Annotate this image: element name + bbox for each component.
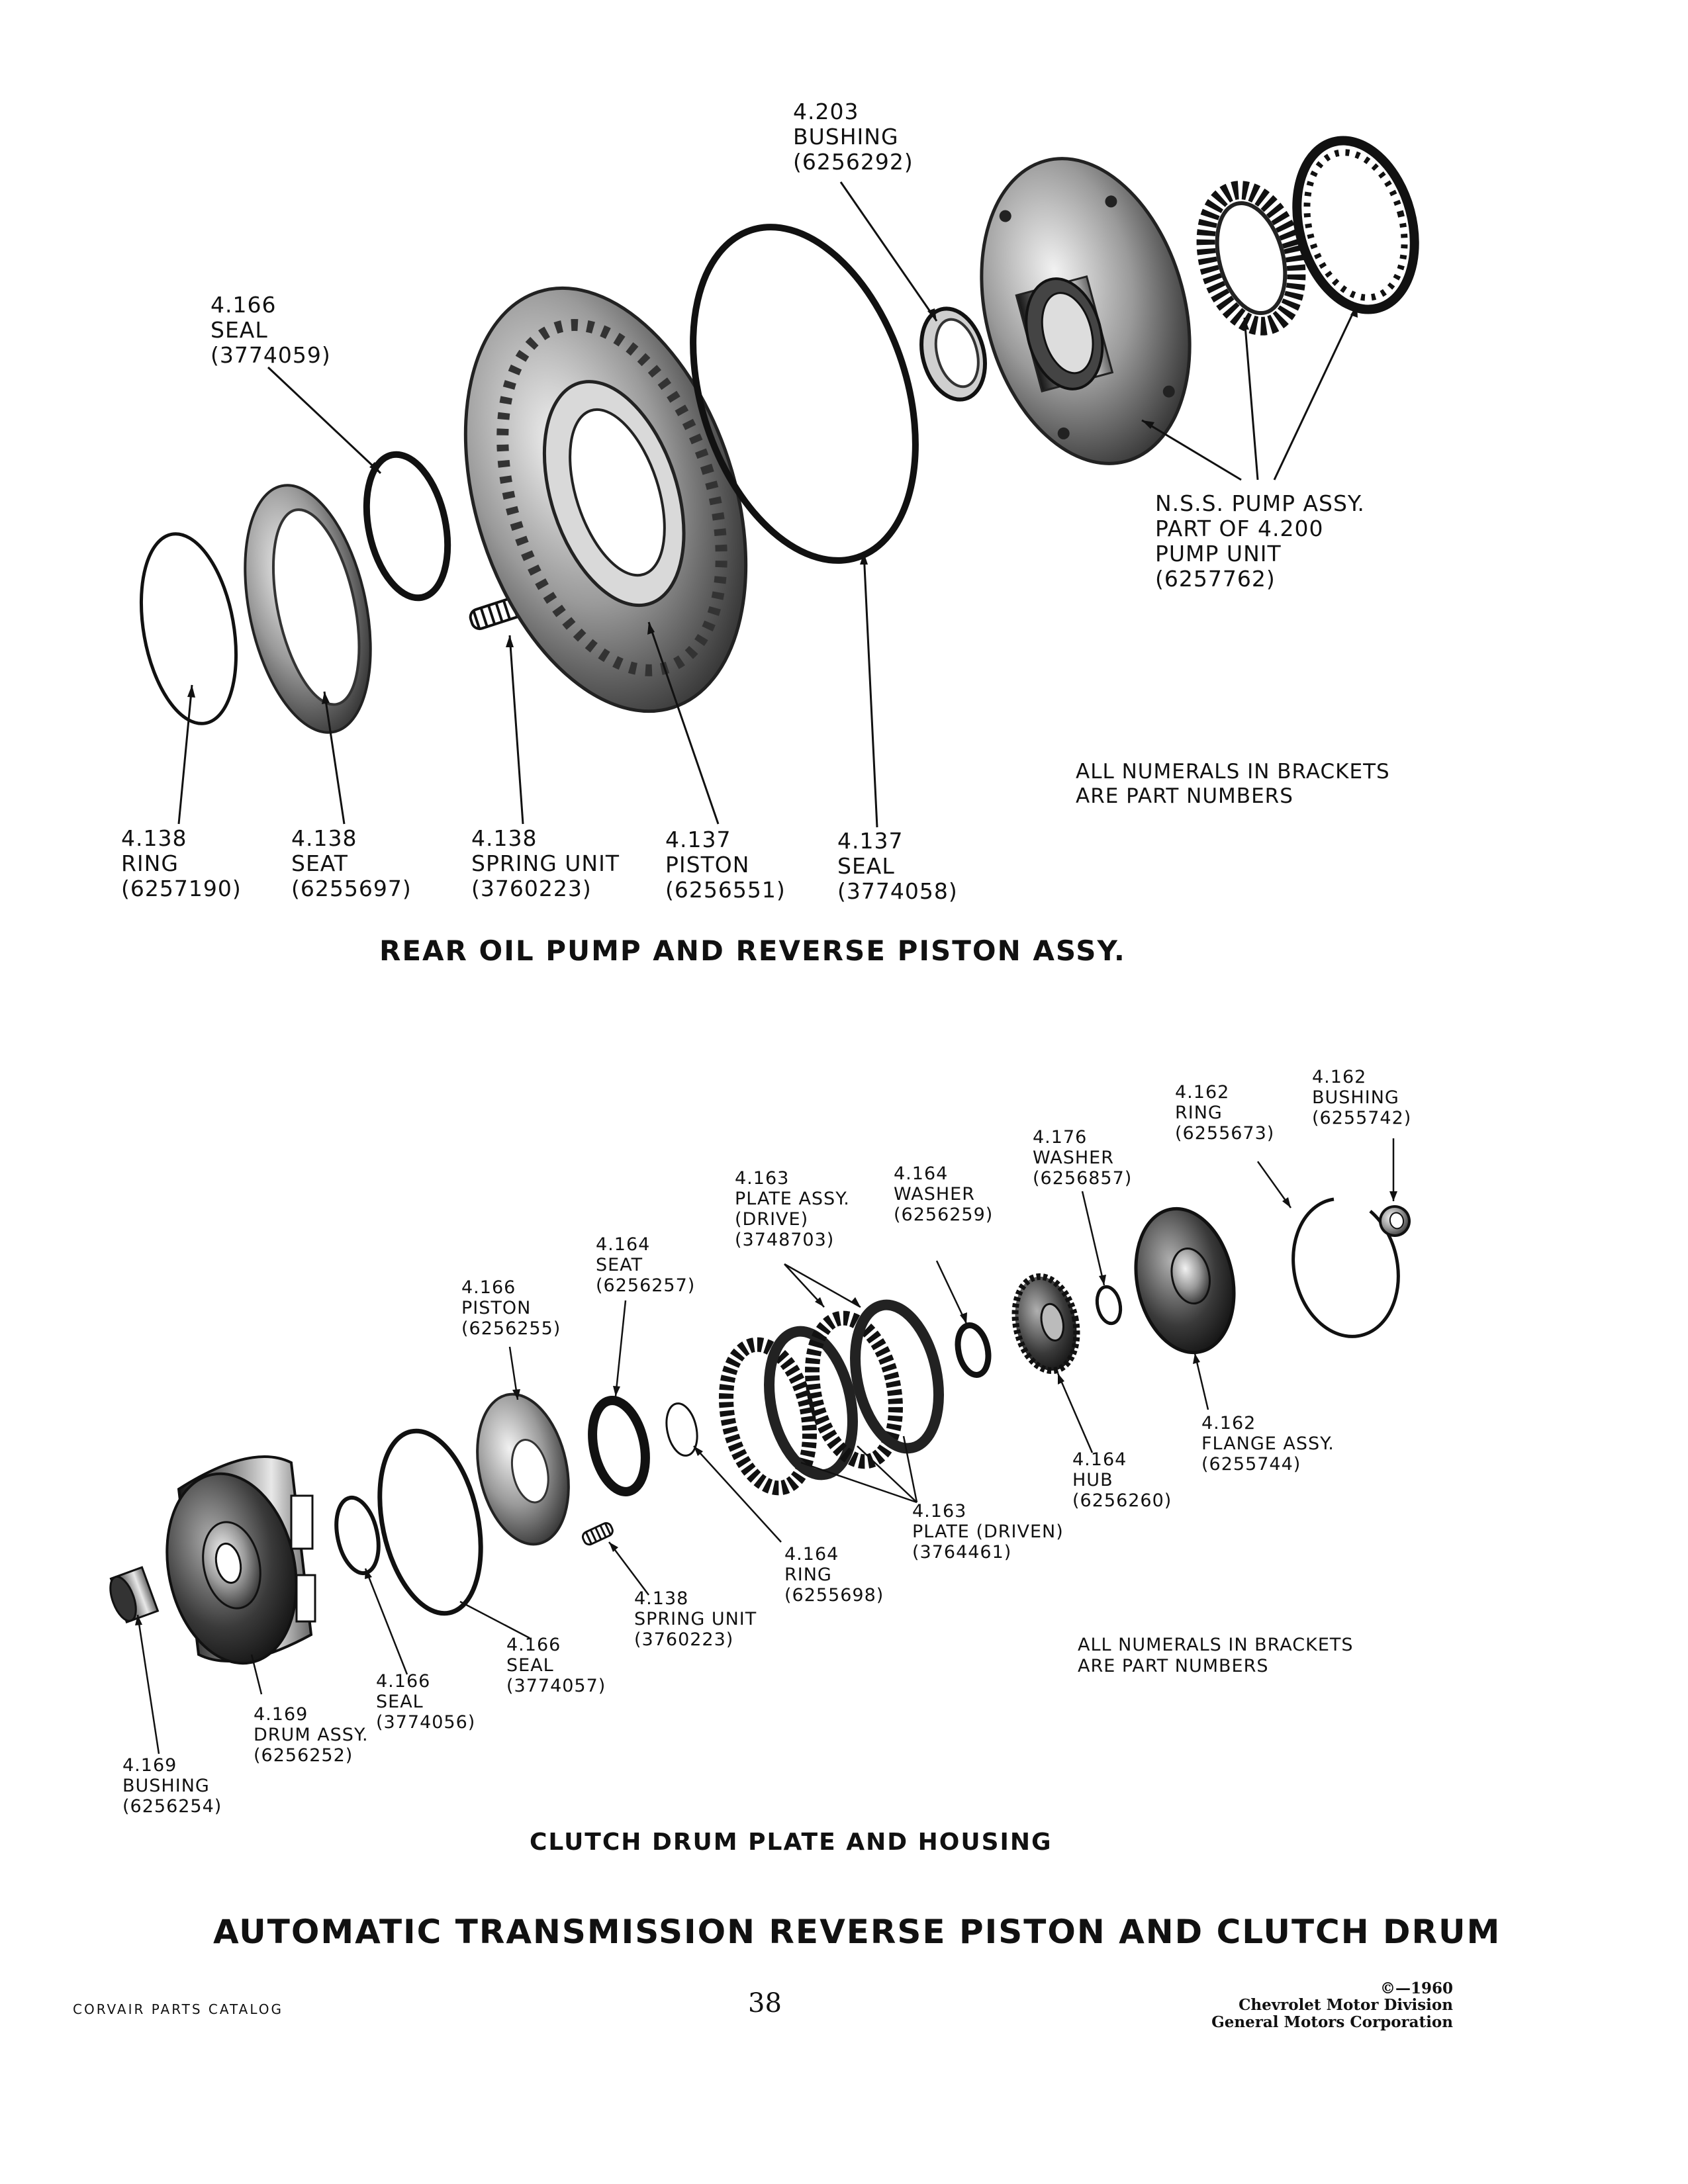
spring-unit-bottom-part (581, 1522, 614, 1546)
seat-4164-part (588, 1396, 650, 1496)
page-title: AUTOMATIC TRANSMISSION REVERSE PISTON AN… (213, 1913, 1501, 1951)
washer-4176-part (1095, 1285, 1123, 1326)
hub-4164-part (1011, 1273, 1080, 1375)
seat-4138-part (244, 484, 372, 734)
page-number: 38 (748, 1988, 782, 2019)
seal-4137-part (690, 224, 919, 564)
bushing-4203-part (919, 306, 987, 402)
ring-4162-part (1291, 1197, 1400, 1338)
copyright-division: Chevrolet Motor Division (1239, 1996, 1453, 2015)
ring-4138-part (139, 532, 238, 725)
seal-4166b-part (377, 1428, 483, 1616)
pump-inner-gear-part (1196, 181, 1306, 336)
flange-4162-part (1134, 1206, 1236, 1355)
bushing-4169-part (109, 1566, 160, 1624)
bushing-4162-part (1379, 1205, 1411, 1237)
top-diagram-title: REAR OIL PUMP AND REVERSE PISTON ASSY. (379, 934, 1126, 967)
ring-4164-part (665, 1402, 698, 1457)
copyright-year: ©—1960 (1380, 1979, 1453, 1997)
pump-outer-gear-part (1292, 136, 1419, 314)
pump-body-part (980, 157, 1192, 465)
clutch-plates-part (719, 1299, 944, 1496)
bottom-diagram-title: CLUTCH DRUM PLATE AND HOUSING (530, 1829, 1053, 1856)
seal-4166-part (363, 451, 451, 602)
drum-assy-part (165, 1455, 316, 1665)
copyright-corporation: General Motors Corporation (1211, 2013, 1453, 2031)
washer-4164-part (955, 1322, 992, 1378)
catalog-name: CORVAIR PARTS CATALOG (73, 2001, 284, 2017)
seal-4166c-part (334, 1495, 381, 1576)
piston-4166-part (476, 1392, 570, 1546)
piston-4137-part (463, 286, 748, 713)
copyright-block: ©—1960 Chevrolet Motor Division General … (1211, 1980, 1453, 2030)
